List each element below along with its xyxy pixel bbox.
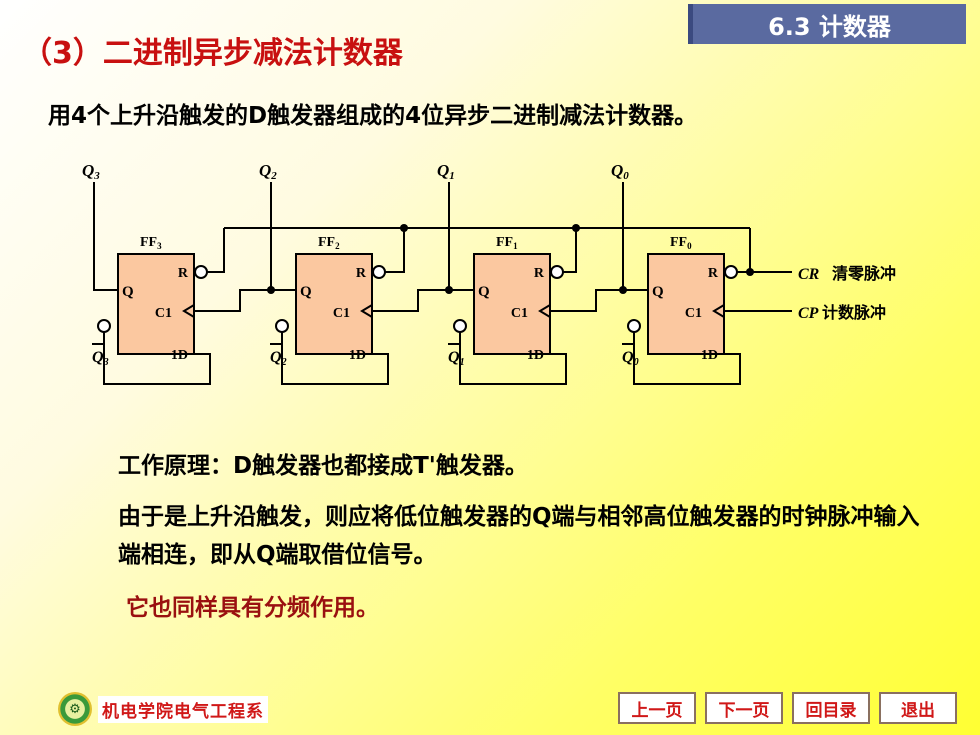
clock-link-wire bbox=[550, 289, 623, 312]
section-tab: 6.3 计数器 bbox=[688, 4, 966, 44]
prev-page-button[interactable]: 上一页 bbox=[618, 692, 696, 724]
qbar-feedback-wire bbox=[103, 332, 211, 385]
q-pin-label: Q bbox=[300, 284, 312, 300]
qbar-feedback-wire bbox=[633, 332, 741, 385]
clock-edge-marker bbox=[360, 304, 373, 318]
cr-label: 清零脉冲 bbox=[832, 264, 896, 283]
slide-title: （3）二进制异步减法计数器 bbox=[22, 36, 403, 71]
q-pin-label: Q bbox=[478, 284, 490, 300]
output-label: Q1 bbox=[437, 161, 455, 182]
reset-pin-label: R bbox=[708, 266, 719, 281]
qbar-feedback-wire bbox=[459, 332, 567, 385]
flipflop-name: FF3 bbox=[140, 235, 162, 251]
output-label: Q3 bbox=[82, 161, 100, 182]
q-output-wire bbox=[93, 182, 118, 291]
reset-pin-label: R bbox=[356, 266, 367, 281]
nav-bar: 上一页 下一页 回目录 退出 bbox=[618, 692, 966, 724]
d-pin-label: 1D bbox=[171, 348, 188, 363]
bus-junction-dot bbox=[572, 224, 580, 232]
reset-wire bbox=[385, 228, 405, 273]
reset-pin-label: R bbox=[534, 266, 545, 281]
q-output-wire bbox=[622, 182, 648, 291]
reset-bubble bbox=[724, 265, 738, 279]
clock-edge-marker bbox=[712, 304, 725, 318]
reset-bubble bbox=[372, 265, 386, 279]
explanation-text: 由于是上升沿触发，则应将低位触发器的Q端与相邻高位触发器的时钟脉冲输入端相连，即… bbox=[118, 504, 920, 568]
qbar-label: Q1 bbox=[448, 349, 465, 368]
qbar-bubble bbox=[453, 319, 467, 333]
clock-link-wire bbox=[372, 289, 449, 312]
cp-label: 计数脉冲 bbox=[822, 303, 886, 322]
bus-junction-dot bbox=[400, 224, 408, 232]
cr-junction-dot bbox=[746, 268, 754, 276]
flipflop-box bbox=[647, 253, 725, 355]
intro-text: 用4个上升沿触发的D触发器组成的4位异步二进制减法计数器。 bbox=[48, 103, 698, 129]
flipflop-box bbox=[117, 253, 195, 355]
flipflop-name: FF2 bbox=[318, 235, 340, 251]
flipflop-box bbox=[295, 253, 373, 355]
output-label: Q0 bbox=[611, 161, 629, 182]
school-logo-icon: ⚙ bbox=[58, 692, 92, 726]
clock-pin-label: C1 bbox=[155, 306, 172, 321]
clock-edge-marker bbox=[538, 304, 551, 318]
qbar-bubble bbox=[97, 319, 111, 333]
counter-circuit-diagram: FF3RQC11DQ3Q3FF2RQC11DQ2Q2FF1RQC11DQ1Q1F… bbox=[82, 161, 896, 385]
reset-pin-label: R bbox=[178, 266, 189, 281]
d-pin-label: 1D bbox=[527, 348, 544, 363]
org-name: 机电学院电气工程系 bbox=[98, 695, 268, 723]
q-output-wire bbox=[448, 182, 474, 291]
cr-symbol: CR bbox=[798, 266, 820, 283]
qbar-label: Q3 bbox=[92, 349, 109, 368]
next-page-button[interactable]: 下一页 bbox=[705, 692, 783, 724]
qbar-label: Q0 bbox=[622, 349, 639, 368]
q-pin-label: Q bbox=[122, 284, 134, 300]
cp-symbol: CP bbox=[798, 305, 819, 322]
flipflop-box bbox=[473, 253, 551, 355]
reset-bubble bbox=[194, 265, 208, 279]
clock-edge-marker bbox=[182, 304, 195, 318]
reset-wire bbox=[563, 228, 577, 273]
d-pin-label: 1D bbox=[349, 348, 366, 363]
clock-pin-label: C1 bbox=[511, 306, 528, 321]
flipflop-name: FF0 bbox=[670, 235, 692, 251]
qbar-bubble bbox=[275, 319, 289, 333]
q-output-wire bbox=[270, 182, 296, 291]
clock-pin-label: C1 bbox=[333, 306, 350, 321]
qbar-label: Q2 bbox=[270, 349, 287, 368]
clock-pin-label: C1 bbox=[685, 306, 702, 321]
reset-bubble bbox=[550, 265, 564, 279]
reset-wire bbox=[737, 228, 751, 273]
contents-button[interactable]: 回目录 bbox=[792, 692, 870, 724]
d-pin-label: 1D bbox=[701, 348, 718, 363]
principle-text: 工作原理：D触发器也都接成T'触发器。 bbox=[118, 453, 528, 479]
clock-link-wire bbox=[194, 289, 271, 312]
exit-button[interactable]: 退出 bbox=[879, 692, 957, 724]
q-pin-label: Q bbox=[652, 284, 664, 300]
qbar-feedback-wire bbox=[281, 332, 389, 385]
reset-wire bbox=[207, 228, 225, 273]
qbar-bubble bbox=[627, 319, 641, 333]
org-logo-block: ⚙ 机电学院电气工程系 bbox=[58, 692, 268, 726]
output-label: Q2 bbox=[259, 161, 277, 182]
flipflop-name: FF1 bbox=[496, 235, 518, 251]
note-text: 它也同样具有分频作用。 bbox=[126, 595, 379, 621]
